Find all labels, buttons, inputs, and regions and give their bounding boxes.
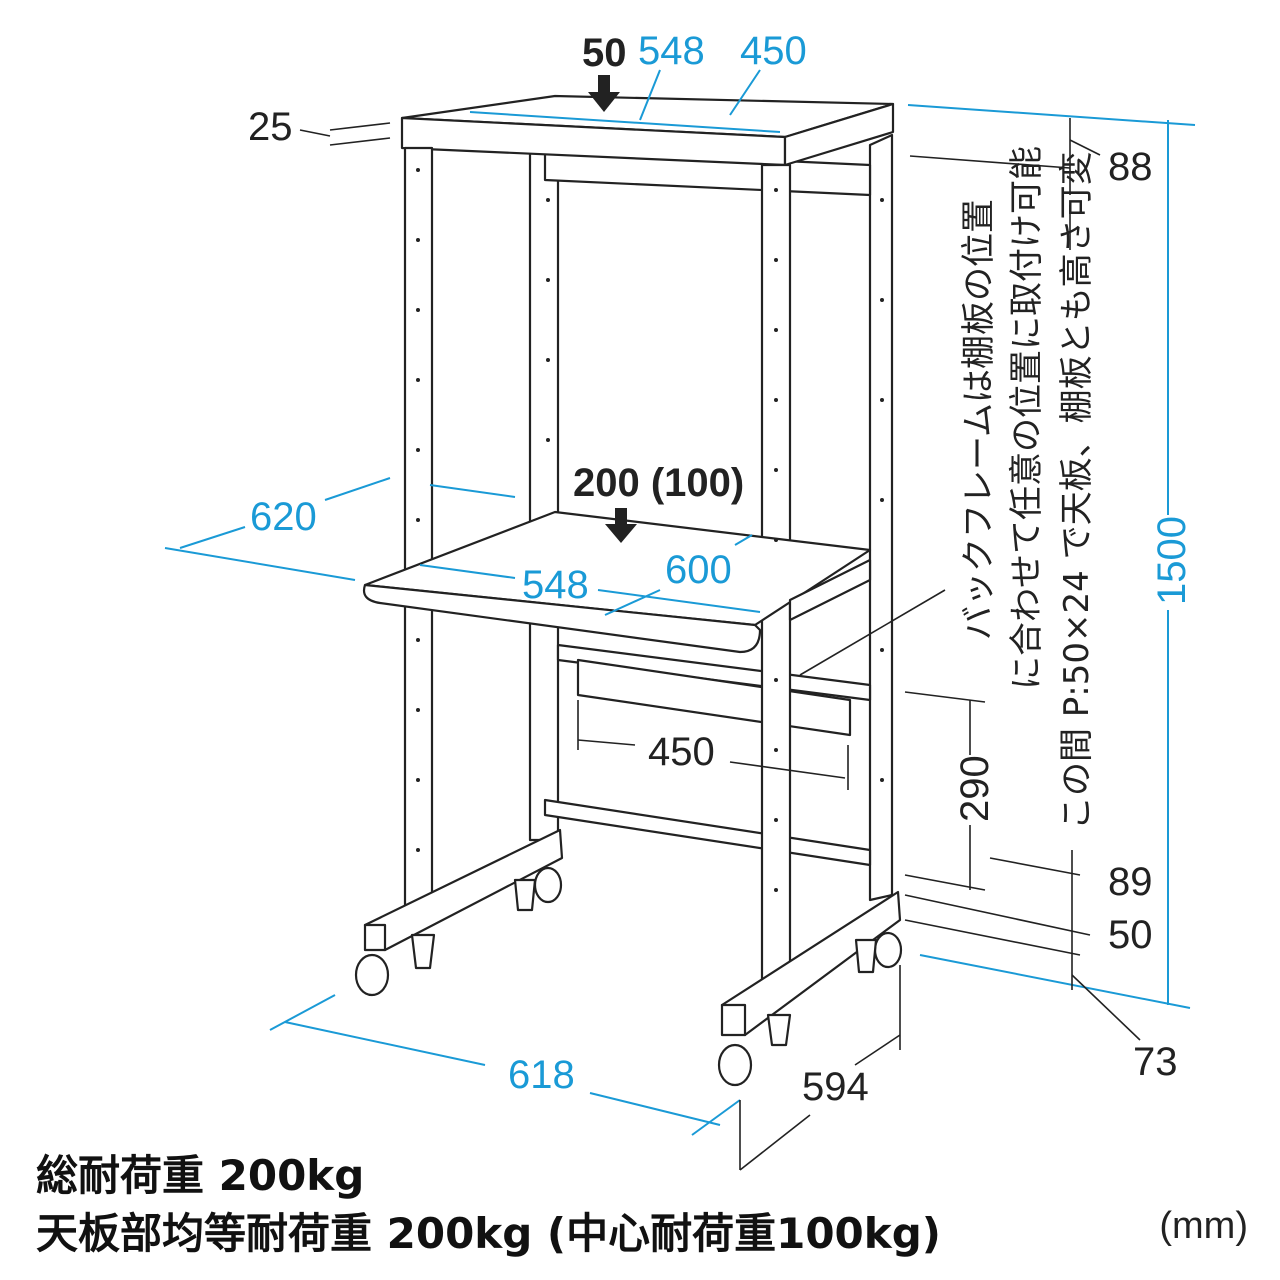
dim-shelf-load: 200 (100) xyxy=(573,461,744,505)
dim-top-thickness: 25 xyxy=(248,105,293,149)
load-arrow-icon xyxy=(588,75,637,543)
dim-overall-width: 618 xyxy=(508,1053,575,1097)
note-line-3: この間 P:50×24 で天板、棚板とも高さ可変 xyxy=(1057,151,1097,830)
dim-height: 1500 xyxy=(1150,516,1194,605)
dim-top-gap: 88 xyxy=(1108,145,1153,189)
dim-overall-depth: 594 xyxy=(802,1065,869,1109)
note-line-2: に合わせて任意の位置に取付け可能 xyxy=(1007,146,1047,690)
total-load-text: 総耐荷重 200kg xyxy=(36,1151,365,1200)
dimension-lines-blue xyxy=(164,69,1196,1136)
dim-caster-height: 73 xyxy=(1133,1040,1178,1084)
dim-outer-depth-top: 620 xyxy=(250,495,317,539)
dim-base-height: 50 xyxy=(1108,913,1153,957)
dim-top-width: 548 xyxy=(638,29,705,73)
dim-shelf-width: 548 xyxy=(522,563,589,607)
dim-shelf-pitch-range: 290 xyxy=(953,755,997,822)
dim-inner-depth: 450 xyxy=(648,730,715,774)
dim-shelf-depth: 600 xyxy=(665,548,732,592)
note-line-1: バックフレームは棚板の位置 xyxy=(959,199,999,640)
dim-top-depth: 450 xyxy=(740,29,807,73)
dimension-lines-black xyxy=(299,118,1141,1171)
dim-top-load: 50 xyxy=(582,31,627,75)
top-load-text: 天板部均等耐荷重 200kg (中心耐荷重100kg) xyxy=(36,1209,941,1258)
rack-frame xyxy=(354,94,903,1087)
dim-bottom-gap: 89 xyxy=(1108,860,1153,904)
unit-label: (mm) xyxy=(1159,1205,1248,1247)
